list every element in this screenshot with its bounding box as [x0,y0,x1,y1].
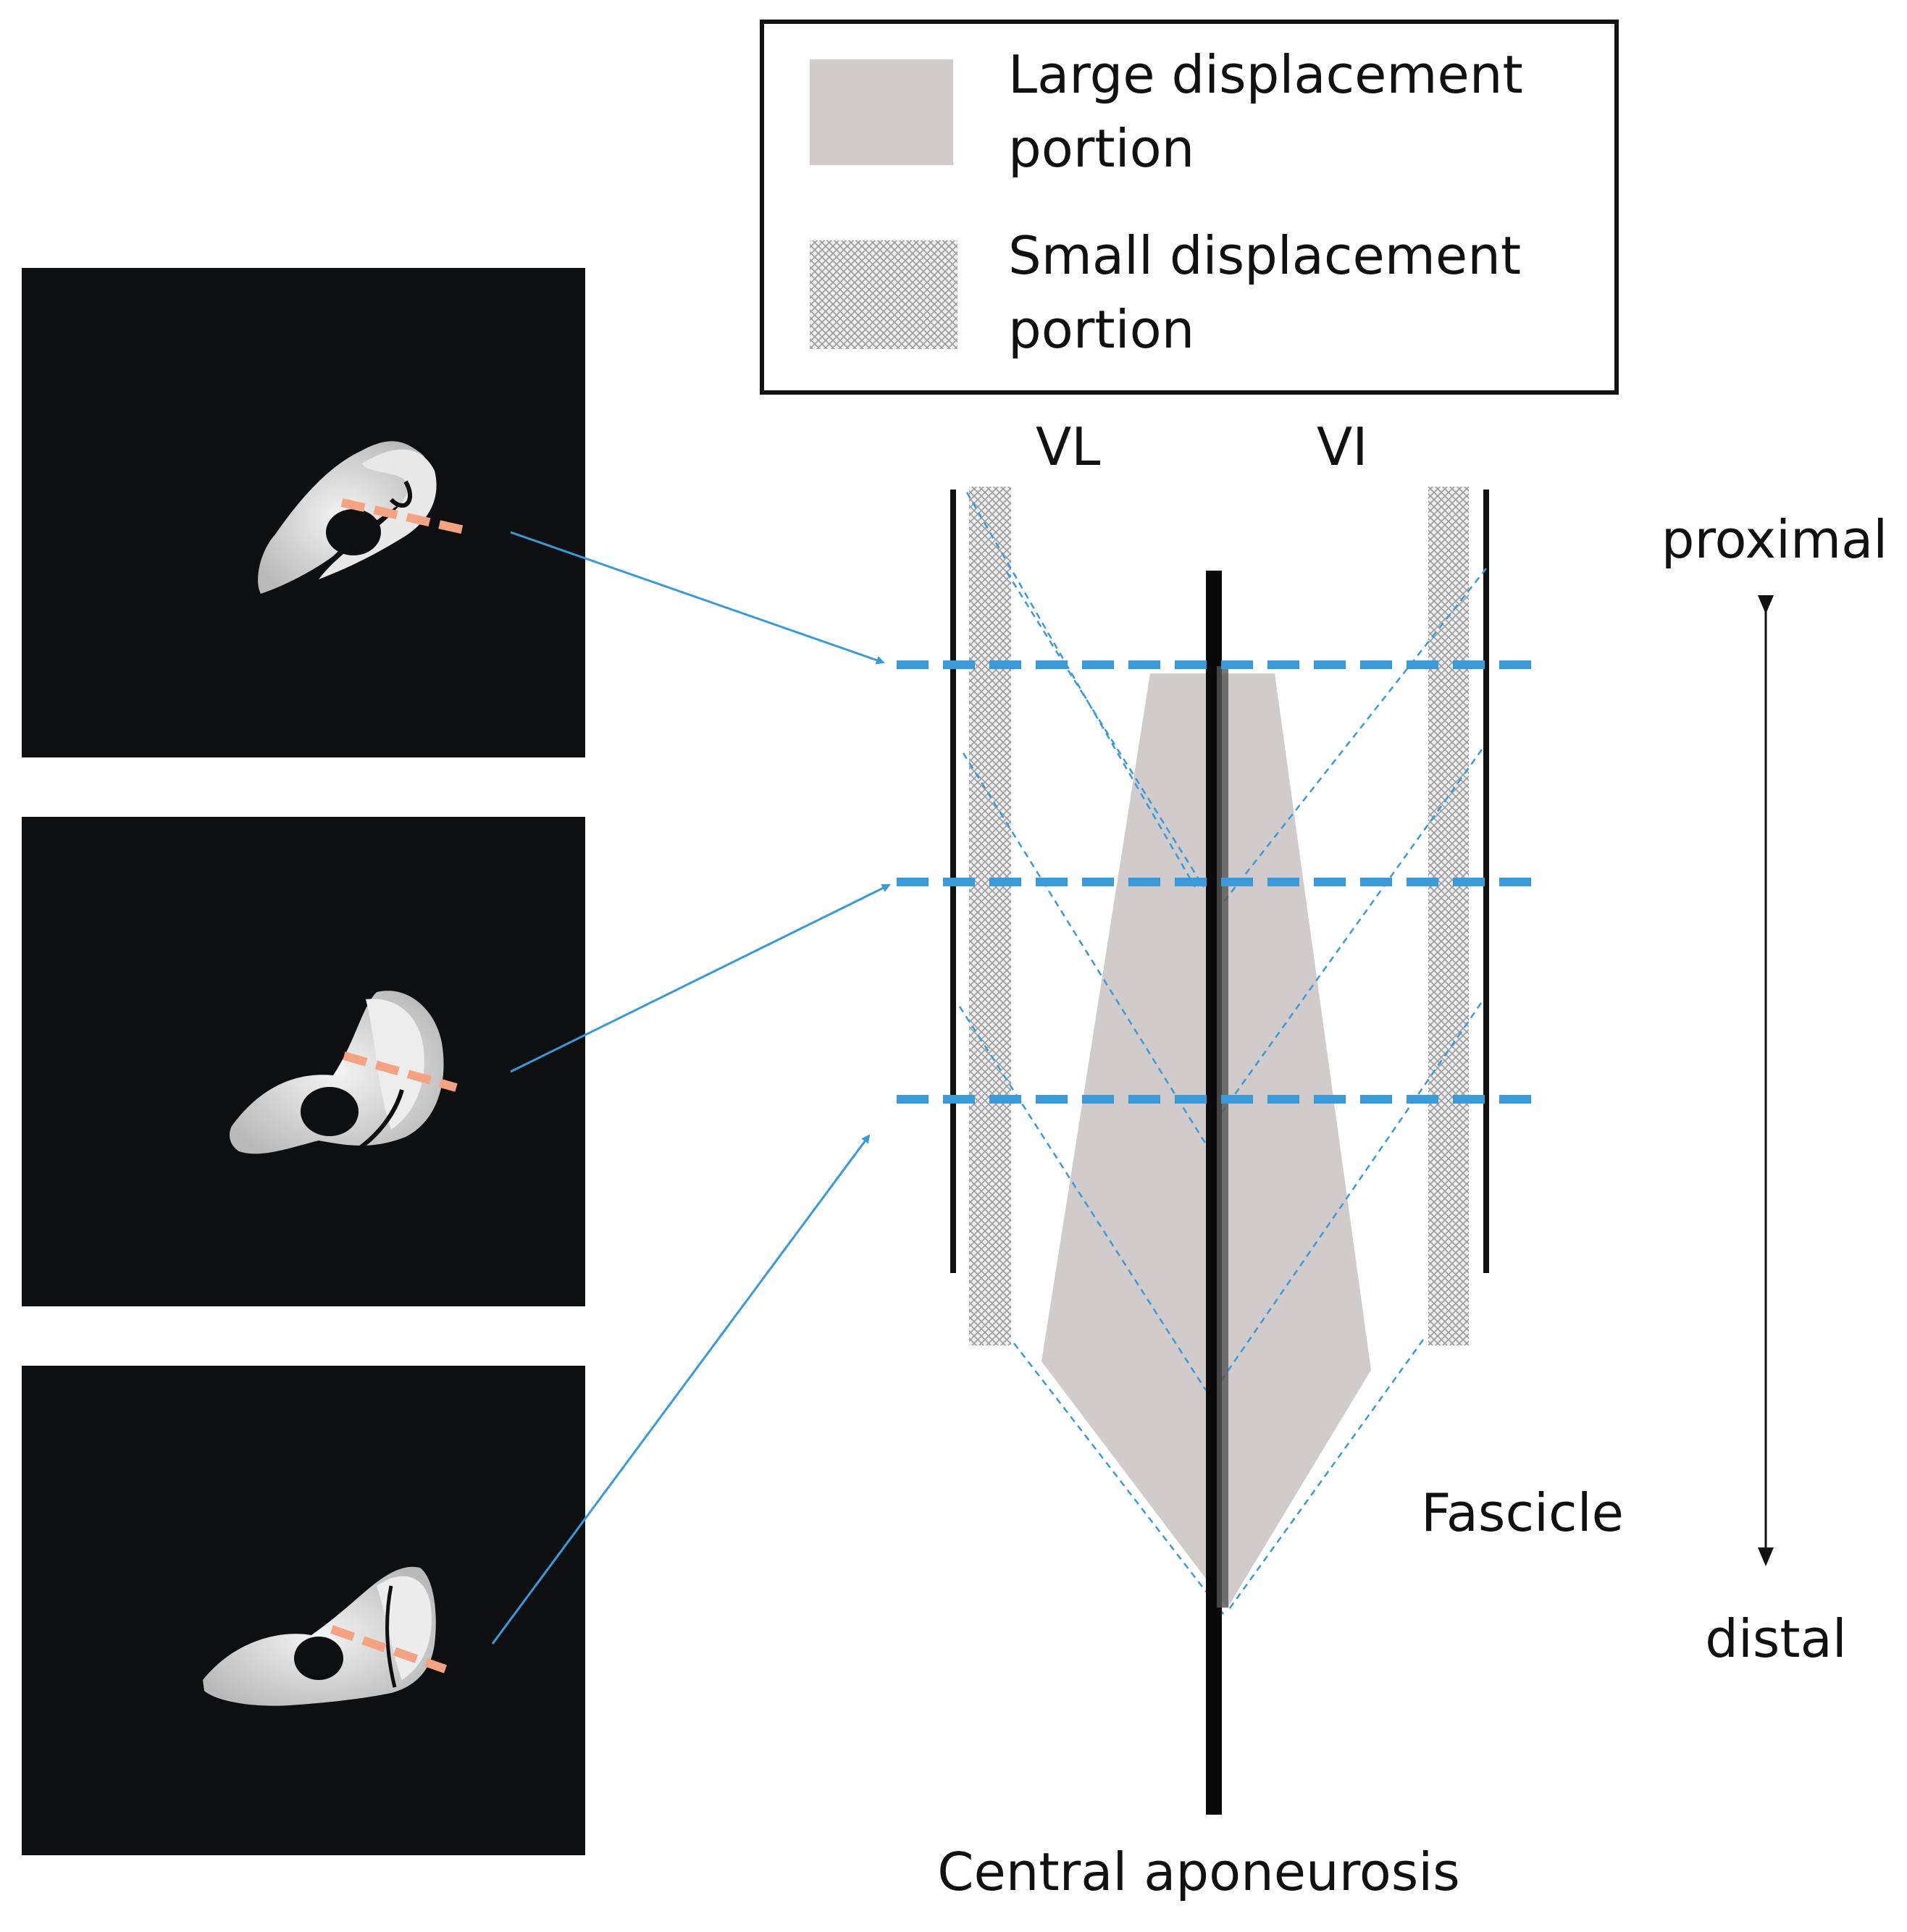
fascicle-lines [958,492,1487,1616]
label-fascicle: Fascicle [1421,1482,1624,1543]
connector-middle [510,883,891,1073]
mri-slice-distal [22,1366,585,1855]
label-central-aponeurosis: Central aponeurosis [937,1841,1460,1902]
legend-large-line2: portion [1008,118,1194,179]
legend-small-line1: Small displacement [1008,225,1521,286]
legend-small-line2: portion [1008,299,1194,360]
tissue-region [203,1566,436,1706]
legend-swatch-large [810,59,953,165]
legend: Large displacement portion Small displac… [760,20,1619,395]
section-marker [340,498,472,536]
slice-levels [897,660,1543,1104]
mri-slice-proximal [22,268,585,757]
legend-swatch-small [810,240,957,349]
connector-distal [491,1134,871,1645]
connector-proximal [510,531,885,665]
label-vl: VL [1036,416,1100,477]
section-marker [330,1625,447,1673]
mri-panel-bg [22,817,585,1306]
connector-arrows [491,531,891,1645]
mri-panel-bg [22,1366,585,1855]
label-proximal: proximal [1661,509,1887,570]
section-marker [343,1051,458,1092]
label-vi: VI [1317,416,1368,477]
muscle-schematic: VL VI Central aponeurosis Fascicle [897,416,1624,1902]
label-distal: distal [1705,1608,1847,1669]
legend-large-line1: Large displacement [1008,44,1523,105]
proximal-distal-axis: proximal distal [1661,509,1887,1669]
mri-slice-middle [22,817,585,1306]
small-displacement-strip-vi [1428,487,1469,1345]
small-displacement-strip-vl [969,487,1011,1345]
